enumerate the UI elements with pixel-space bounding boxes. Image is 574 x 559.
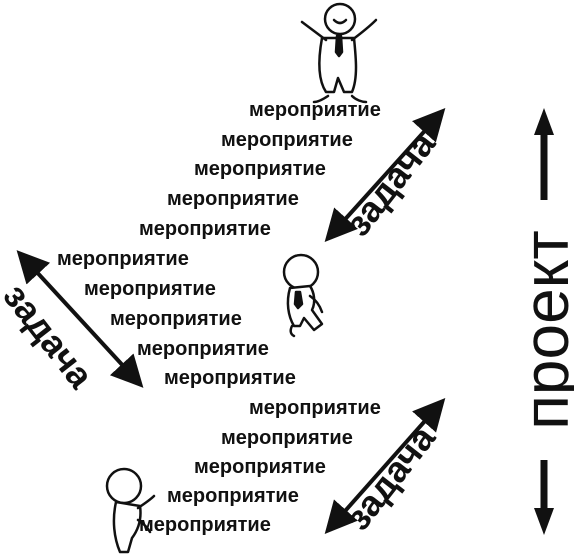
activity-3-1: мероприятие [249,397,381,419]
activity-2-5: мероприятие [164,367,296,389]
activity-1-2: мероприятие [221,129,353,151]
activity-3-2: мероприятие [221,427,353,449]
person-walking-icon [282,253,324,338]
activity-3-5: мероприятие [139,514,271,536]
task-2-double-arrow-icon [16,250,144,388]
activity-2-2: мероприятие [84,278,216,300]
task-3-double-arrow-icon [324,398,446,534]
task-1-double-arrow-icon [324,108,446,242]
activity-2-1: мероприятие [57,248,189,270]
activity-2-4: мероприятие [137,338,269,360]
project-label: проект [510,230,574,430]
person-celebrating-icon [300,2,378,104]
activity-3-4: мероприятие [167,485,299,507]
activity-3-3: мероприятие [194,456,326,478]
activity-2-3: мероприятие [110,308,242,330]
activity-1-5: мероприятие [139,218,271,240]
activity-1-3: мероприятие [194,158,326,180]
activity-1-1: мероприятие [249,99,381,121]
activity-1-4: мероприятие [167,188,299,210]
person-crawling-icon [105,467,156,554]
project-double-arrow-icon [534,108,554,535]
